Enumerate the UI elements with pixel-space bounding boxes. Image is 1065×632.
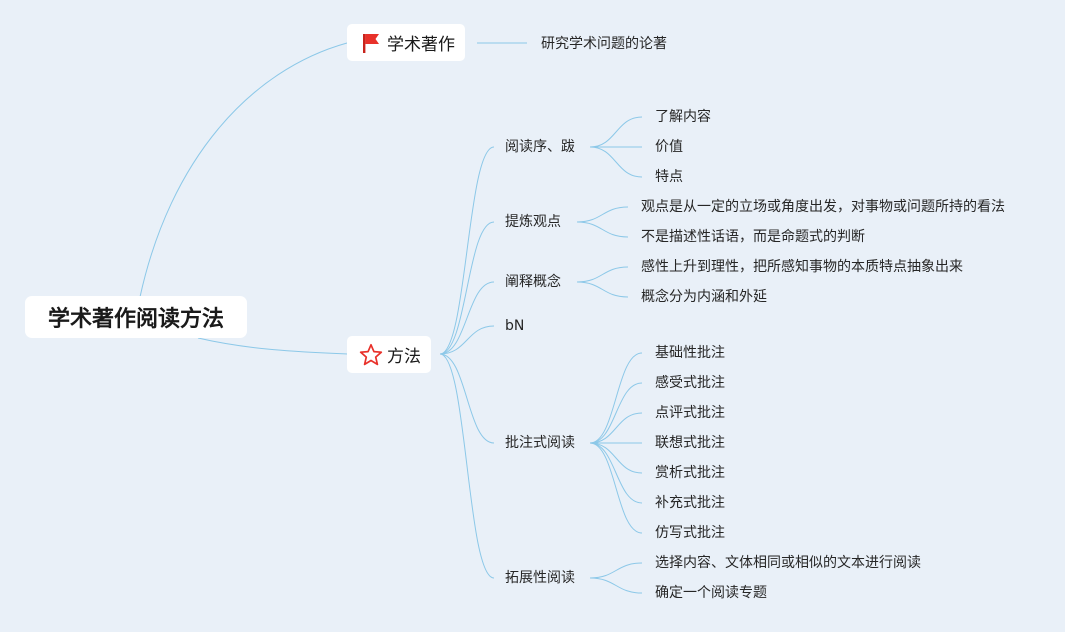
leaf-viewpoint-judgment[interactable]: 不是描述性话语，而是命题式的判断 — [641, 229, 865, 245]
topic-method[interactable]: 方法 — [347, 336, 431, 373]
leaf-annotation-appreciation[interactable]: 赏析式批注 — [655, 465, 725, 481]
connector-preface-0 — [589, 116, 643, 148]
connector-annotation-1 — [589, 382, 643, 444]
leaf-annotation-imitation[interactable]: 仿写式批注 — [655, 525, 725, 541]
scholarly-definition[interactable]: 研究学术问题的论著 — [541, 36, 667, 52]
root-topic-label: 学术著作阅读方法 — [47, 307, 224, 332]
connector-viewpoint-0 — [576, 206, 629, 223]
connector-annotation-6 — [589, 442, 643, 534]
leaf-preface-feature[interactable]: 特点 — [655, 169, 683, 185]
leaf-annotation-comment[interactable]: 点评式批注 — [655, 405, 725, 421]
subtopic-bn[interactable]: bN — [505, 318, 525, 334]
connector-annotation-0 — [589, 352, 643, 444]
topic-method-label: 方法 — [387, 347, 421, 367]
leaf-annotation-association[interactable]: 联想式批注 — [655, 435, 725, 451]
topic-scholarly-works-label: 学术著作 — [387, 35, 455, 55]
subtopic-annotation[interactable]: 批注式阅读 — [505, 435, 575, 451]
topic-scholarly-works[interactable]: 学术著作 — [347, 24, 465, 61]
connector-method-preface — [439, 146, 495, 355]
connector-root-scholarly — [139, 42, 348, 298]
leaf-extended-topic[interactable]: 确定一个阅读专题 — [655, 585, 767, 601]
leaf-viewpoint-definition[interactable]: 观点是从一定的立场或角度出发，对事物或问题所持的看法 — [641, 199, 1005, 215]
connector-annotation-4 — [589, 442, 643, 474]
connector-viewpoint-1 — [576, 221, 629, 238]
connector-concept-0 — [576, 266, 629, 283]
connector-annotation-5 — [589, 442, 643, 504]
connector-method-extended — [439, 353, 495, 579]
connector-method-annotation — [439, 353, 495, 444]
leaf-annotation-supplement[interactable]: 补充式批注 — [655, 495, 725, 511]
root-topic[interactable]: 学术著作阅读方法 — [25, 296, 247, 338]
subtopic-viewpoint[interactable]: 提炼观点 — [505, 214, 561, 230]
subtopic-concept[interactable]: 阐释概念 — [505, 274, 561, 290]
connector-preface-2 — [589, 146, 643, 178]
subtopic-preface[interactable]: 阅读序、跋 — [505, 139, 575, 155]
red-flag-icon — [359, 31, 383, 55]
red-star-outline-icon — [359, 343, 383, 367]
leaf-preface-content[interactable]: 了解内容 — [655, 109, 711, 125]
connector-method-viewpoint — [439, 221, 495, 355]
connector-concept-1 — [576, 281, 629, 298]
connector-extended-0 — [589, 562, 643, 579]
connector-root-method — [197, 337, 348, 355]
leaf-annotation-basic[interactable]: 基础性批注 — [655, 345, 725, 361]
leaf-extended-similar-texts[interactable]: 选择内容、文体相同或相似的文本进行阅读 — [655, 555, 921, 571]
connector-extended-1 — [589, 577, 643, 594]
connector-method-bn — [439, 325, 495, 355]
leaf-preface-value[interactable]: 价值 — [655, 139, 683, 155]
connector-annotation-2 — [589, 412, 643, 444]
leaf-annotation-feeling[interactable]: 感受式批注 — [655, 375, 725, 391]
leaf-concept-extension[interactable]: 概念分为内涵和外延 — [641, 289, 767, 305]
subtopic-extended[interactable]: 拓展性阅读 — [505, 570, 575, 586]
leaf-concept-abstraction[interactable]: 感性上升到理性，把所感知事物的本质特点抽象出来 — [641, 259, 963, 275]
connector-method-concept — [439, 281, 495, 355]
